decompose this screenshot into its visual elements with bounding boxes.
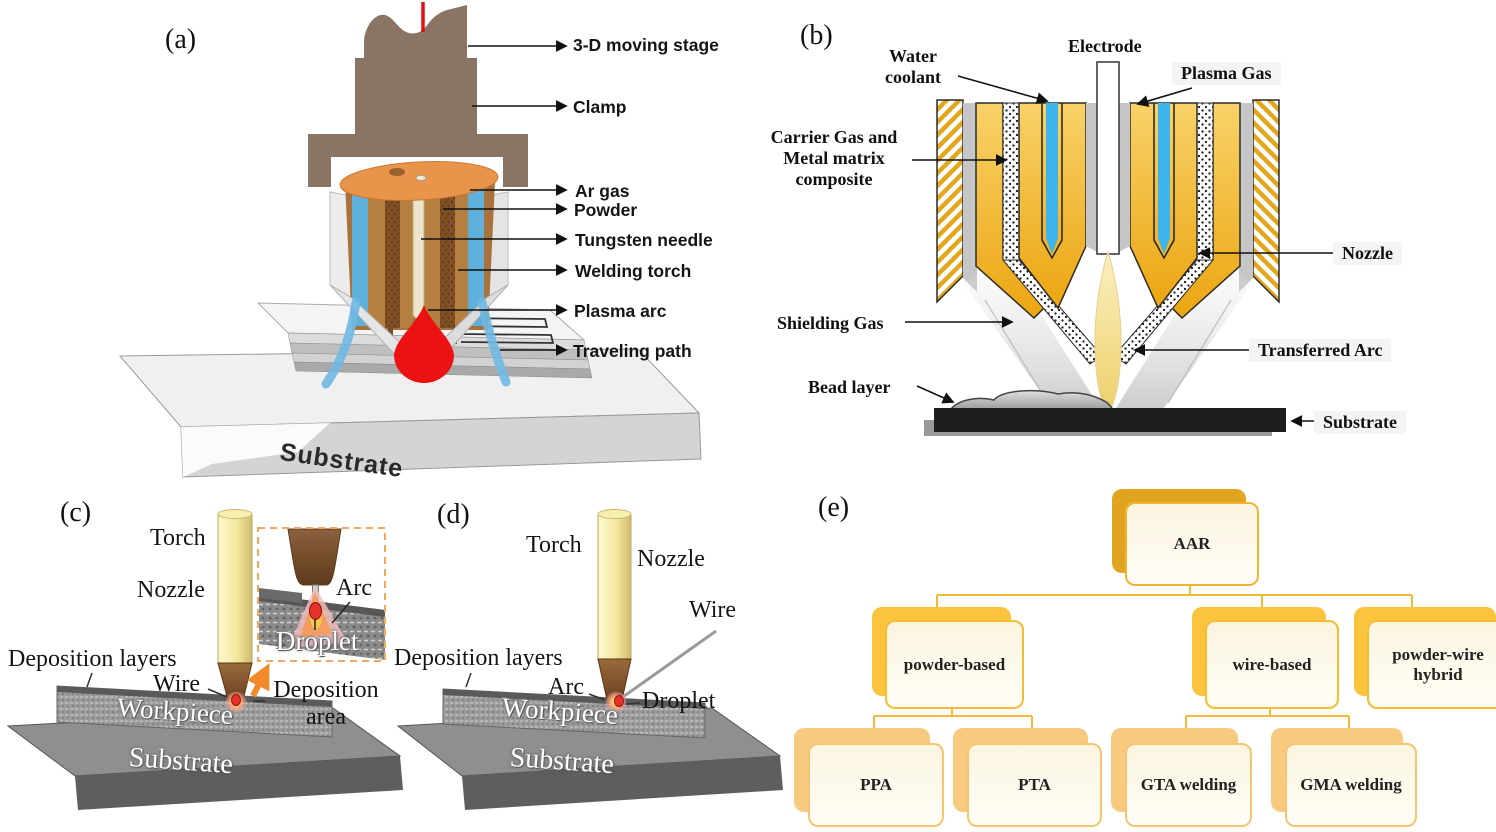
label-welding-torch: Welding torch bbox=[575, 261, 692, 281]
panel-e-tag: (e) bbox=[818, 492, 850, 523]
label-electrode: Electrode bbox=[1068, 36, 1142, 56]
inset-droplet bbox=[309, 602, 322, 620]
ar-gas-channel bbox=[352, 188, 368, 326]
clamp-graphic bbox=[308, 2, 528, 187]
label-clamp: Clamp bbox=[573, 97, 627, 117]
inset-pointer-arrow bbox=[246, 663, 270, 698]
tree-node-gma-welding: GMA welding bbox=[1285, 743, 1417, 827]
panel-c-graphics bbox=[6, 509, 403, 810]
ar-gas-channel bbox=[468, 188, 484, 326]
inset-nozzle bbox=[287, 528, 342, 586]
label-droplet: Droplet bbox=[276, 626, 359, 656]
label-plasma-arc: Plasma arc bbox=[574, 301, 667, 321]
bead-layer-graphic bbox=[948, 389, 1115, 411]
tree-node-wire-based: wire-based bbox=[1205, 620, 1339, 709]
droplet-graphic bbox=[231, 694, 241, 706]
tungsten-needle-graphic bbox=[412, 185, 425, 319]
tree-node-powder-based: powder-based bbox=[885, 620, 1024, 709]
label-transferred-arc: Transferred Arc bbox=[1249, 339, 1392, 362]
panel-e-tree-connectors bbox=[873, 582, 1413, 744]
droplet-graphic bbox=[614, 695, 624, 707]
label-powder: Powder bbox=[574, 200, 638, 220]
gas-stream-left bbox=[321, 297, 361, 389]
panel-c-inset bbox=[246, 527, 386, 698]
tree-node-root: AAR bbox=[1125, 502, 1259, 586]
welding-torch-graphic bbox=[329, 161, 509, 359]
panel-a-tag: (a) bbox=[165, 24, 197, 55]
tree-node-powder-wire-hybrid: powder-wire hybrid bbox=[1367, 620, 1496, 709]
label-shielding-gas: Shielding Gas bbox=[777, 313, 884, 333]
wire-feed-line bbox=[619, 629, 717, 701]
label-ar-gas: Ar gas bbox=[575, 181, 630, 201]
tree-node-gta-welding: GTA welding bbox=[1125, 743, 1252, 827]
label-arc: Arc bbox=[548, 674, 584, 700]
label-bead-layer: Bead layer bbox=[808, 377, 891, 397]
torch-top-disc bbox=[339, 161, 499, 201]
label-deposition-area: Deposition area bbox=[273, 677, 379, 730]
panel-a-graphics bbox=[118, 2, 702, 478]
transferred-arc-graphic bbox=[1094, 250, 1122, 415]
panel-c-tag: (c) bbox=[60, 497, 92, 528]
substrate-slab-front bbox=[462, 756, 783, 810]
panel-b-graphics bbox=[905, 61, 1338, 436]
label-wire: Wire bbox=[153, 671, 201, 697]
torch-cylinder bbox=[597, 513, 632, 660]
label-plasma-gas: Plasma Gas bbox=[1172, 62, 1281, 85]
panel-d-graphics bbox=[396, 509, 783, 810]
inset-dashed-border bbox=[257, 527, 386, 662]
label-traveling-path: Traveling path bbox=[573, 341, 692, 361]
label-arc: Arc bbox=[336, 575, 372, 601]
label-torch: Torch bbox=[150, 525, 206, 551]
panel-d-leader-lines bbox=[465, 672, 641, 705]
panel-a-leader-arrows bbox=[421, 40, 568, 356]
label-carrier-gas: Carrier Gas and Metal matrix composite bbox=[770, 127, 898, 189]
label-substrate: Substrate bbox=[1314, 411, 1407, 434]
plasma-arc-drop bbox=[394, 305, 454, 383]
label-droplet: Droplet bbox=[642, 688, 716, 714]
panel-b-tag: (b) bbox=[800, 20, 833, 51]
panel-c-leader-lines bbox=[86, 672, 265, 702]
electrode-graphic bbox=[1096, 61, 1120, 255]
panel-b-leader-arrows bbox=[905, 75, 1338, 427]
label-water-coolant: Water coolant bbox=[885, 46, 941, 87]
tree-node-pta: PTA bbox=[967, 743, 1102, 827]
label-nozzle: Nozzle bbox=[637, 546, 705, 572]
label-torch: Torch bbox=[526, 532, 582, 558]
label-deposition-layers: Deposition layers bbox=[394, 645, 563, 671]
label-wire: Wire bbox=[689, 597, 737, 623]
label-tungsten-needle: Tungsten needle bbox=[575, 230, 713, 250]
label-moving-stage: 3-D moving stage bbox=[573, 35, 719, 55]
panel-d-tag: (d) bbox=[437, 499, 470, 530]
substrate-bar bbox=[934, 408, 1286, 432]
label-nozzle: Nozzle bbox=[1333, 242, 1402, 265]
torch-cylinder bbox=[217, 513, 253, 665]
label-nozzle: Nozzle bbox=[137, 577, 205, 603]
tree-node-ppa: PPA bbox=[808, 743, 944, 827]
substrate-slab-front bbox=[75, 756, 403, 810]
label-deposition-layers: Deposition layers bbox=[8, 646, 177, 672]
